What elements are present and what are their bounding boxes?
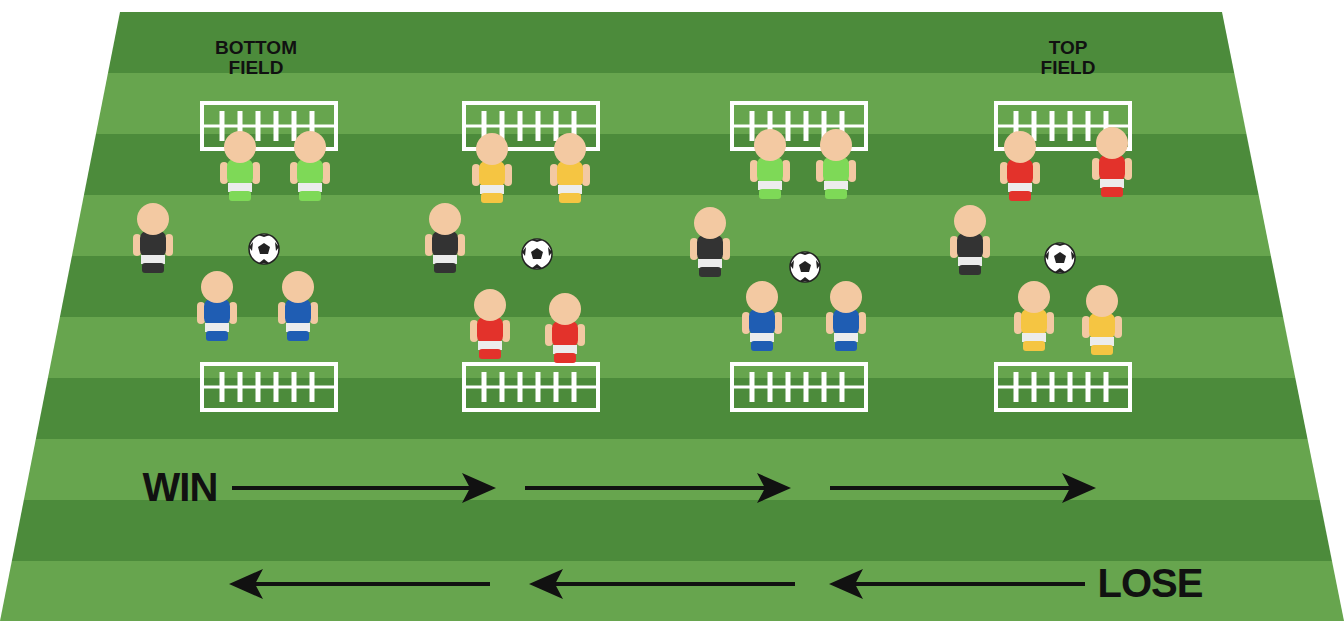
player (742, 281, 782, 351)
player (1000, 131, 1040, 201)
player (472, 133, 512, 203)
goal (464, 364, 598, 410)
direction-label: WIN (125, 466, 235, 508)
goals (202, 103, 1130, 410)
goal (996, 364, 1130, 410)
player (470, 289, 510, 359)
player (550, 133, 590, 203)
referee (690, 207, 730, 277)
referee (425, 203, 465, 273)
player (750, 129, 790, 199)
ball (522, 239, 552, 269)
field-label: BOTTOM FIELD (211, 38, 301, 78)
field-label: TOP FIELD (1033, 38, 1103, 78)
player (1082, 285, 1122, 355)
player (197, 271, 237, 341)
players (133, 127, 1132, 363)
player (545, 293, 585, 363)
referee (950, 205, 990, 275)
pitch (0, 12, 1344, 621)
ball (249, 234, 279, 264)
player (220, 131, 260, 201)
ball (790, 252, 820, 282)
goal (202, 364, 336, 410)
player (278, 271, 318, 341)
referee (133, 203, 173, 273)
rotation-arrows (229, 473, 1096, 599)
goal (732, 364, 866, 410)
player (816, 129, 856, 199)
player (1014, 281, 1054, 351)
ball (1045, 243, 1075, 273)
direction-label: LOSE (1090, 562, 1210, 604)
balls (249, 234, 1075, 282)
player (290, 131, 330, 201)
player (1092, 127, 1132, 197)
player (826, 281, 866, 351)
